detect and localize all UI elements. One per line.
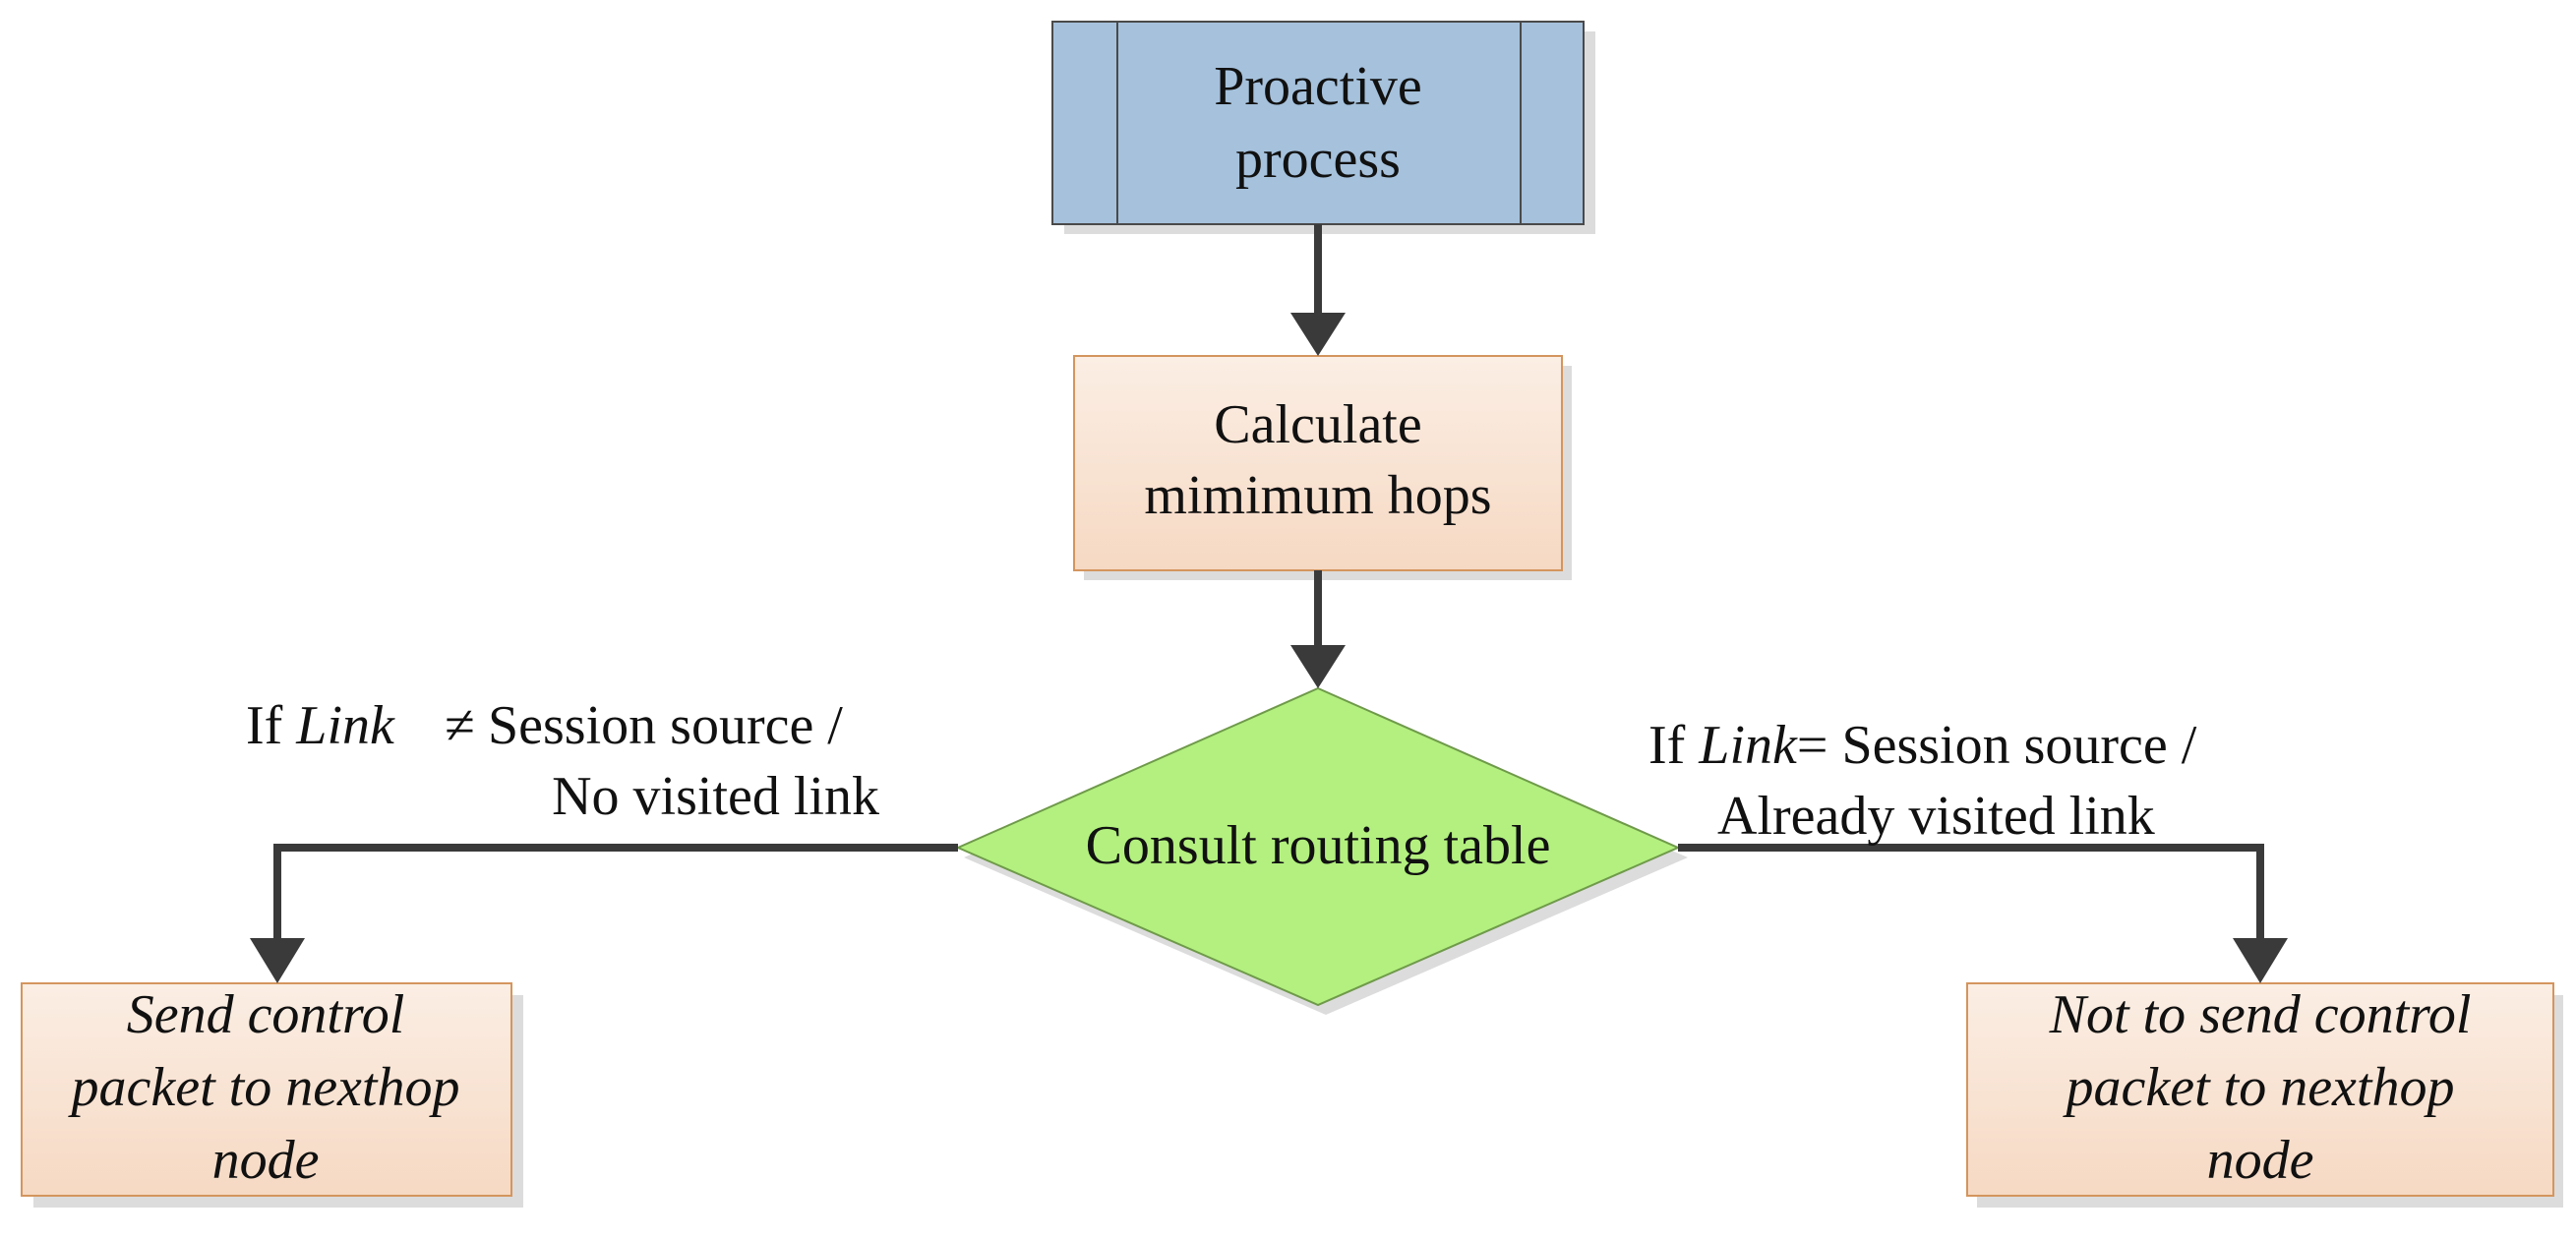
arrowhead-consult xyxy=(1290,645,1346,688)
calculate-box xyxy=(1073,355,1563,571)
right-branch-label: If Link= Session source / Already visite… xyxy=(1648,715,2197,847)
send-line1: Send control xyxy=(127,984,405,1045)
not-send-line2: packet to nexthop xyxy=(2063,1057,2455,1118)
send-line3: node xyxy=(212,1130,320,1191)
left-label-prefix: If xyxy=(246,695,296,756)
calculate-line1: Calculate xyxy=(1214,394,1421,455)
arrow-consult-to-not-send xyxy=(1678,844,2264,940)
right-label-rest: Session source / xyxy=(1827,715,2196,776)
send-box xyxy=(21,982,512,1197)
proactive-process-line1: Proactive xyxy=(1214,56,1421,117)
connectors xyxy=(273,224,2264,940)
not-send-node: Not to send control packet to nexthop no… xyxy=(1966,982,2554,1197)
right-label-line1: If Link= Session source / xyxy=(1648,715,2197,776)
send-node: Send control packet to nexthop node xyxy=(21,982,512,1197)
calculate-line2: mimimum hops xyxy=(1144,465,1491,526)
calculate-node: Calculate mimimum hops xyxy=(1073,355,1563,571)
left-label-line2: No visited link xyxy=(552,766,879,827)
arrow-consult-to-send xyxy=(273,844,958,940)
right-label-operator: = xyxy=(1797,715,1828,776)
consult-text: Consult routing table xyxy=(1086,815,1551,876)
left-label-line1: If Link xyxy=(246,695,395,756)
arrowheads xyxy=(250,313,2288,983)
right-label-prefix: If xyxy=(1648,715,1699,776)
not-send-line1: Not to send control xyxy=(2049,984,2472,1045)
left-label-link: Link xyxy=(295,695,395,756)
send-line2: packet to nexthop xyxy=(68,1057,460,1118)
right-label-link: Link xyxy=(1698,715,1798,776)
not-send-line3: node xyxy=(2207,1130,2314,1191)
left-label-rest: Session source / xyxy=(488,695,843,756)
proactive-process-node: Proactive process xyxy=(1051,21,1585,225)
arrowhead-not-send xyxy=(2233,938,2288,983)
left-branch-label: If Link ≠ Session source / No visited li… xyxy=(246,695,879,827)
left-label-operator: ≠ xyxy=(445,695,475,756)
right-label-line2: Already visited link xyxy=(1717,786,2155,847)
arrowhead-send xyxy=(250,938,305,983)
consult-decision-node: Consult routing table xyxy=(955,686,1681,1007)
proactive-process-box xyxy=(1051,21,1585,225)
arrowhead-calculate xyxy=(1290,313,1346,356)
consult-diamond xyxy=(955,686,1681,1007)
proactive-process-line2: process xyxy=(1235,129,1401,190)
not-send-box xyxy=(1966,982,2554,1197)
